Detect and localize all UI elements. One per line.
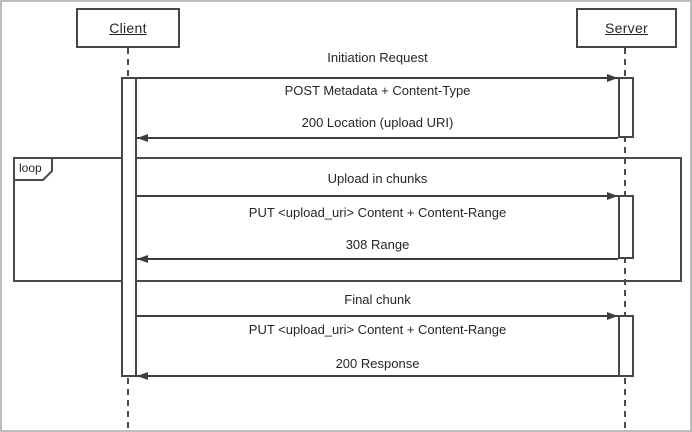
message-arrow-request-3 (137, 315, 618, 317)
server-activation-bar-2 (618, 195, 634, 259)
section-title-initiation: Initiation Request (327, 50, 428, 65)
arrowhead-request-1 (607, 74, 618, 82)
loop-fragment-label: loop (19, 161, 42, 175)
message-arrow-response-1 (137, 137, 618, 139)
server-actor-box: Server (576, 8, 677, 48)
message-arrow-request-1 (137, 77, 618, 79)
message-arrow-response-3 (137, 375, 618, 377)
arrowhead-response-1 (137, 134, 148, 142)
arrowhead-request-2 (607, 192, 618, 200)
message-label-request-1: POST Metadata + Content-Type (284, 83, 471, 98)
message-label-response-2: 308 Range (345, 237, 410, 252)
message-label-response-1: 200 Location (upload URI) (301, 115, 454, 130)
section-title-final: Final chunk (344, 292, 411, 307)
message-label-request-3: PUT <upload_uri> Content + Content-Range (248, 322, 507, 337)
message-label-response-3: 200 Response (335, 356, 420, 371)
loop-fragment-tab (14, 158, 53, 181)
server-actor-label: Server (604, 20, 649, 36)
message-arrow-response-2 (137, 258, 618, 260)
loop-fragment-box (13, 157, 682, 282)
arrowhead-request-3 (607, 312, 618, 320)
server-activation-bar-3 (618, 315, 634, 377)
message-arrow-request-2 (137, 195, 618, 197)
message-label-request-2: PUT <upload_uri> Content + Content-Range (248, 205, 507, 220)
client-actor-box: Client (76, 8, 180, 48)
arrowhead-response-3 (137, 372, 148, 380)
section-title-loop: Upload in chunks (327, 171, 428, 186)
server-activation-bar-1 (618, 77, 634, 138)
client-activation-bar (121, 77, 137, 377)
client-actor-label: Client (109, 20, 147, 36)
arrowhead-response-2 (137, 255, 148, 263)
